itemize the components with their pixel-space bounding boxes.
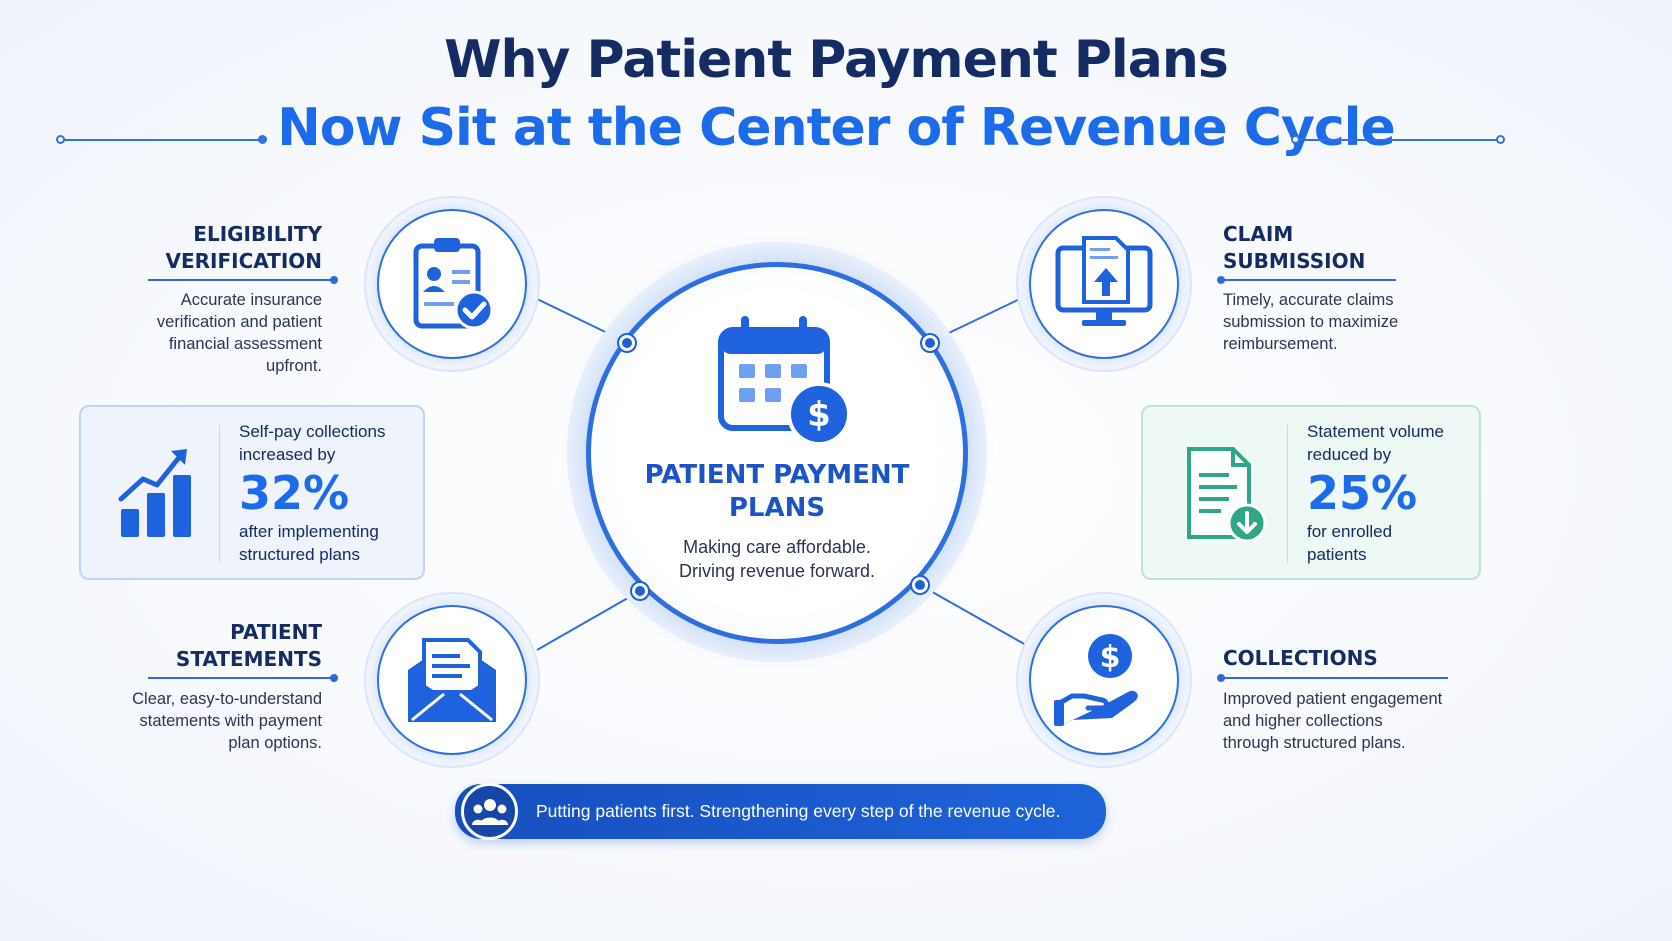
stat-right-value: 25%: [1307, 466, 1418, 520]
title-line-2: Now Sit at the Center of Revenue Cycle: [277, 98, 1396, 158]
eligibility-heading-line-1: ELIGIBILITY: [193, 222, 322, 246]
title-rule-right-dot: [1496, 135, 1505, 144]
collections-desc-line: and higher collections: [1223, 712, 1383, 730]
stat-card-left: Self-pay collections increased by 32% af…: [79, 405, 425, 580]
bar-chart-up-icon: [118, 449, 191, 537]
eligibility-icon-circle: [377, 209, 527, 359]
claim-description: Timely, accurate claims submission to ma…: [1223, 289, 1483, 355]
center-node-bottom-right: [912, 577, 928, 593]
monitor-upload-icon: [1055, 236, 1153, 326]
statements-icon-ring: [364, 592, 540, 768]
stat-left-line-2: increased by: [239, 445, 336, 464]
calendar-dollar-icon: $: [718, 316, 851, 444]
eligibility-desc-line: financial assessment: [168, 335, 322, 353]
stat-left-value: 32%: [239, 466, 350, 520]
claim-underline-dot: [1217, 276, 1225, 284]
stat-right-line-2: reduced by: [1307, 445, 1392, 464]
document-download-icon: [1187, 447, 1267, 543]
claim-underline: [1220, 279, 1396, 281]
collections-desc-line: through structured plans.: [1223, 734, 1406, 752]
svg-text:$: $: [807, 395, 831, 435]
eligibility-icon-ring: [364, 196, 540, 372]
stat-card-left-divider: [219, 425, 220, 563]
eligibility-heading: ELIGIBILITY VERIFICATION: [120, 221, 322, 275]
statements-heading-line-2: STATEMENTS: [175, 647, 322, 671]
stat-left-line-3: after implementing: [239, 522, 379, 541]
statements-heading-line-1: PATIENT: [230, 620, 322, 644]
clipboard-check-icon: [413, 238, 494, 330]
title-rule-right: [1299, 139, 1497, 141]
center-title: PATIENT PAYMENT PLANS: [617, 459, 937, 525]
collections-underline-dot: [1217, 674, 1225, 682]
footer-text: Putting patients first. Strengthening ev…: [536, 801, 1061, 821]
footer-banner: Putting patients first. Strengthening ev…: [455, 783, 1106, 840]
eligibility-description: Accurate insurance verification and pati…: [100, 289, 322, 377]
svg-text:$: $: [1100, 640, 1121, 675]
statements-heading: PATIENT STATEMENTS: [120, 619, 322, 673]
eligibility-desc-line: Accurate insurance: [180, 291, 322, 309]
stat-card-right: Statement volume reduced by 25% for enro…: [1141, 405, 1481, 580]
claim-desc-line: Timely, accurate claims: [1223, 291, 1394, 309]
claim-desc-line: submission to maximize: [1223, 313, 1399, 331]
claim-icon-circle: [1029, 209, 1179, 359]
stat-right-line-4: patients: [1307, 545, 1367, 564]
center-title-line-2: PLANS: [728, 493, 826, 523]
statements-icon-circle: [377, 605, 527, 755]
footer-icon-badge: [461, 783, 518, 840]
stat-left-line-4: structured plans: [239, 545, 360, 564]
claim-desc-line: reimbursement.: [1223, 335, 1338, 353]
center-node-bottom-left: [632, 583, 648, 599]
center-node-top-left: [619, 335, 635, 351]
stat-left-line-1: Self-pay collections: [239, 422, 386, 441]
eligibility-underline: [148, 279, 334, 281]
collections-icon-ring: $: [1016, 592, 1192, 768]
claim-heading-line-1: CLAIM: [1223, 222, 1294, 246]
stat-card-right-text: Statement volume reduced by 25% for enro…: [1307, 420, 1477, 566]
center-sub-line-1: Making care affordable.: [683, 537, 871, 557]
collections-description: Improved patient engagement and higher c…: [1223, 688, 1483, 754]
eligibility-desc-line: upfront.: [266, 357, 322, 375]
claim-icon-ring: [1016, 196, 1192, 372]
eligibility-desc-line: verification and patient: [156, 313, 322, 331]
center-sub-line-2: Driving revenue forward.: [678, 561, 876, 581]
collections-heading: COLLECTIONS: [1223, 646, 1378, 670]
collections-desc-line: Improved patient engagement: [1223, 690, 1443, 708]
claim-heading: CLAIM SUBMISSION: [1223, 221, 1463, 275]
statements-desc-line: plan options.: [228, 734, 322, 752]
eligibility-heading-line-2: VERIFICATION: [165, 249, 322, 273]
connector-collections: [919, 584, 1027, 646]
center-title-line-1: PATIENT PAYMENT: [644, 460, 910, 490]
stat-card-right-divider: [1287, 425, 1288, 563]
hand-dollar-icon: $: [1054, 634, 1138, 726]
stat-right-line-3: for enrolled: [1307, 522, 1393, 541]
collections-icon-circle: $: [1029, 605, 1179, 755]
claim-heading-line-2: SUBMISSION: [1223, 249, 1366, 273]
envelope-document-icon: [408, 638, 496, 722]
statements-underline-dot: [330, 674, 338, 682]
title-rule-left-dot: [258, 135, 267, 144]
title-rule-left: [64, 139, 260, 141]
center-node-top-right: [922, 335, 938, 351]
people-group-icon: [471, 798, 508, 825]
statements-underline: [148, 677, 334, 679]
collections-underline: [1220, 677, 1448, 679]
title-line-1: Why Patient Payment Plans: [444, 30, 1229, 90]
center-circle: [586, 262, 968, 644]
statements-desc-line: statements with payment: [139, 712, 323, 730]
stat-card-left-text: Self-pay collections increased by 32% af…: [239, 420, 419, 566]
center-subtitle: Making care affordable. Driving revenue …: [617, 535, 937, 583]
statements-desc-line: Clear, easy-to-understand: [132, 690, 322, 708]
connector-statements: [536, 590, 641, 651]
stat-right-line-1: Statement volume: [1307, 422, 1445, 441]
eligibility-underline-dot: [330, 276, 338, 284]
statements-description: Clear, easy-to-understand statements wit…: [100, 688, 322, 754]
